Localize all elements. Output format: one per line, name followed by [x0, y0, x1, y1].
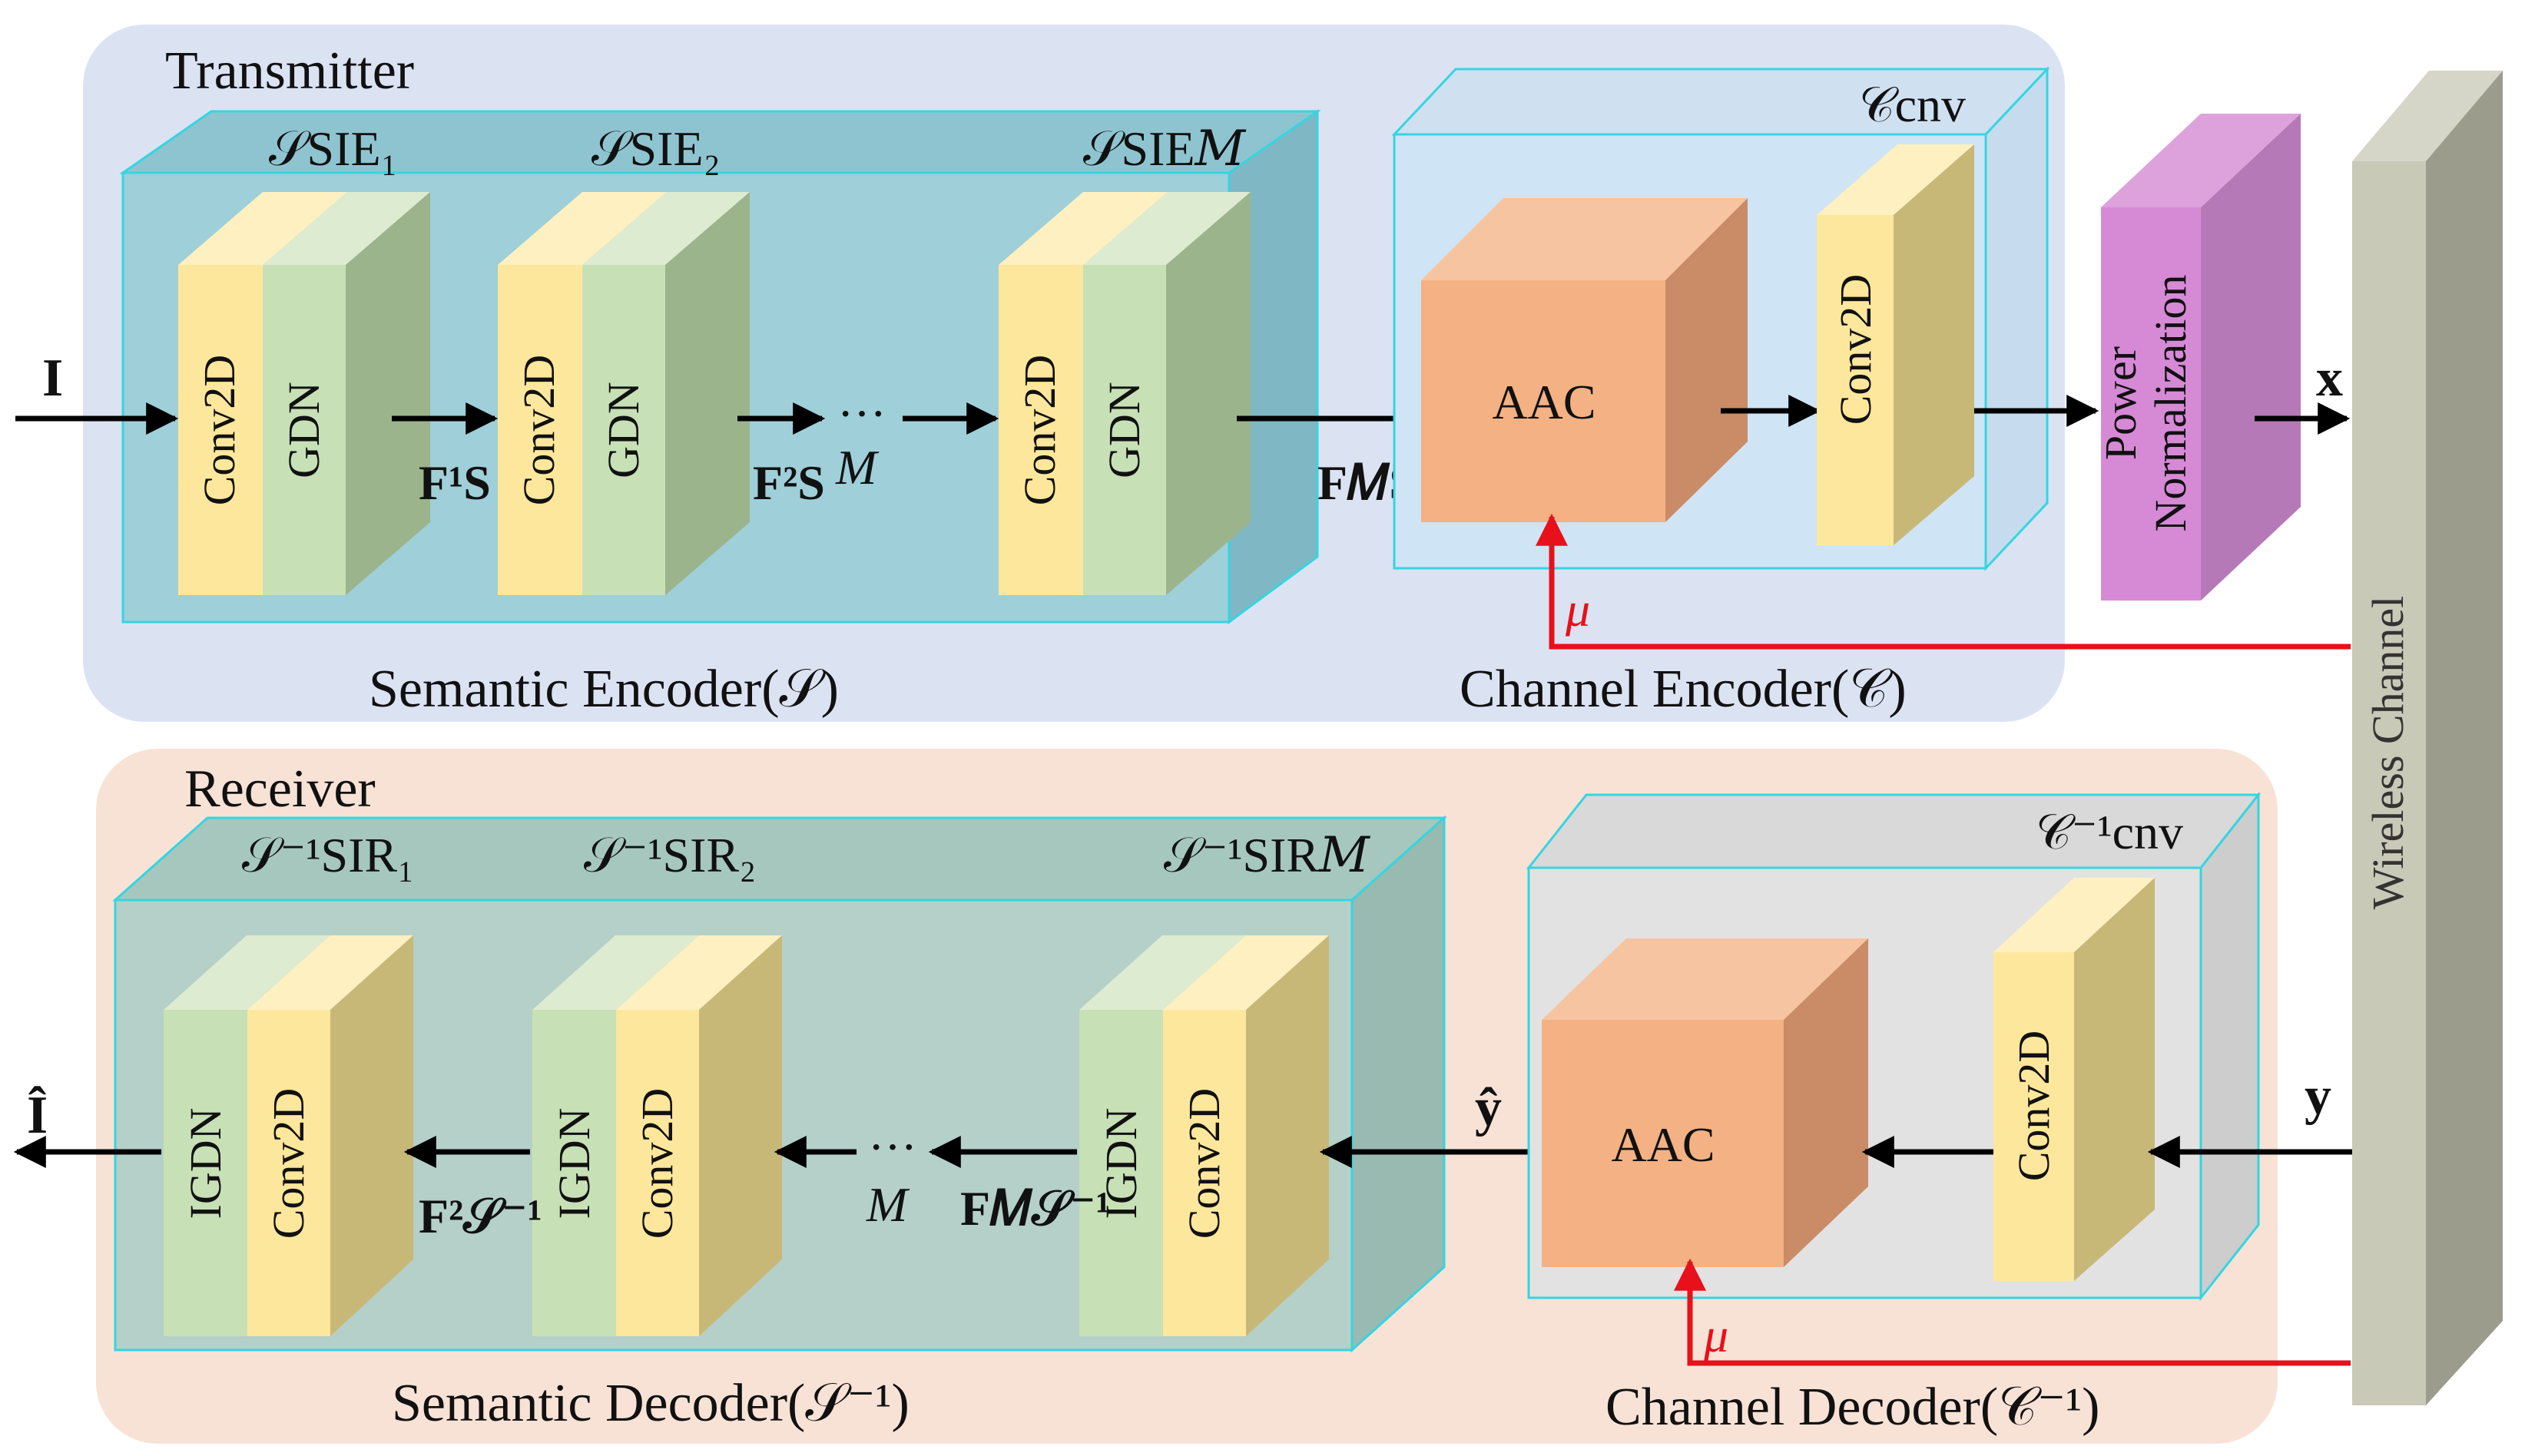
mu-label-decoder: μ: [1703, 1308, 1728, 1362]
gdn-label: GDN: [598, 382, 648, 478]
igdn-label: IGDN: [549, 1108, 599, 1219]
transmitter-title: Transmitter: [165, 41, 414, 101]
encoder-block-2-label: 𝒮SIE₂: [591, 121, 721, 176]
channel-decoder-label: 𝒞⁻¹cnv: [2036, 805, 2183, 859]
encoder-block-m-label: 𝒮SIE𝑀: [1083, 121, 1247, 176]
igdn-label: IGDN: [181, 1108, 230, 1219]
yhat-label: ŷ: [1475, 1078, 1502, 1137]
encoder-block-1-label: 𝒮SIE₁: [269, 121, 398, 176]
aac-cube-encoder: AAC: [1421, 198, 1748, 522]
encoder-block-1: Conv2D GDN: [178, 192, 430, 595]
conv-slab-encoder: Conv2D: [1817, 144, 1974, 545]
rx-input-label: y: [2305, 1067, 2331, 1126]
encoder-block-m: Conv2D GDN: [999, 192, 1251, 595]
encoder-block-2: Conv2D GDN: [498, 192, 750, 595]
decoder-ellipsis: ···: [868, 1120, 917, 1174]
aac-cube-decoder: AAC: [1542, 938, 1868, 1267]
channel-decoder-caption: Channel Decoder(𝒞⁻¹): [1605, 1378, 2099, 1437]
power-label: Power: [2096, 346, 2146, 460]
normalization-label: Normalization: [2146, 274, 2195, 531]
mu-feedback-encoder: [1536, 513, 2351, 650]
conv2d-label: Conv2D: [514, 355, 564, 506]
wireless-channel-block: Wireless Channel: [2352, 71, 2503, 1405]
tx-output-label: x: [2316, 349, 2343, 408]
feature-f2-inv-label: F²𝒮⁻¹: [419, 1189, 542, 1243]
aac-label: AAC: [1492, 375, 1596, 429]
feature-f1-label: F¹S: [419, 455, 491, 510]
conv2d-label: Conv2D: [1015, 355, 1065, 506]
conv-slab-decoder: Conv2D: [1993, 878, 2155, 1281]
receiver-title: Receiver: [184, 759, 376, 819]
mu-feedback-decoder: [1674, 1258, 2351, 1366]
encoder-ellipsis-m: M: [835, 440, 880, 495]
channel-encoder-label: 𝒞cnv: [1859, 78, 1966, 132]
encoder-ellipsis: ···: [837, 386, 886, 441]
mu-label-encoder: μ: [1565, 582, 1590, 637]
conv2d-label: Conv2D: [263, 1088, 313, 1239]
decoder-block-1-label: 𝒮⁻¹SIR₁: [242, 828, 414, 882]
output-label: Î: [27, 1086, 48, 1145]
conv2d-label: Conv2D: [1179, 1088, 1229, 1239]
decoder-block-1: IGDN Conv2D: [164, 935, 413, 1336]
decoder-ellipsis-m: M: [866, 1177, 910, 1232]
conv2d-label: Conv2D: [2009, 1031, 2059, 1182]
gdn-label: GDN: [279, 382, 329, 478]
semantic-decoder-caption: Semantic Decoder(𝒮⁻¹): [392, 1374, 910, 1433]
wireless-channel-label: Wireless Channel: [2363, 596, 2413, 909]
conv2d-label: Conv2D: [1831, 274, 1880, 425]
aac-label: AAC: [1611, 1117, 1715, 1172]
conv2d-label: Conv2D: [194, 355, 244, 506]
power-normalization-block: Power Normalization: [2096, 114, 2301, 601]
feature-fm-inv-label: F𝑀𝒮⁻¹: [960, 1181, 1111, 1236]
decoder-block-2-label: 𝒮⁻¹SIR₂: [584, 828, 756, 882]
feature-f2-label: F²S: [753, 455, 825, 510]
semantic-encoder-caption: Semantic Encoder(𝒮): [369, 660, 839, 719]
gdn-label: GDN: [1099, 382, 1149, 478]
decoder-block-m: IGDN Conv2D: [1079, 935, 1329, 1336]
igdn-label: IGDN: [1096, 1108, 1146, 1219]
decoder-block-m-label: 𝒮⁻¹SIR𝑀: [1164, 828, 1370, 882]
channel-encoder-caption: Channel Encoder(𝒞): [1460, 660, 1907, 719]
conv2d-label: Conv2D: [632, 1088, 682, 1239]
input-label: I: [42, 349, 63, 408]
decoder-block-2: IGDN Conv2D: [532, 935, 782, 1336]
